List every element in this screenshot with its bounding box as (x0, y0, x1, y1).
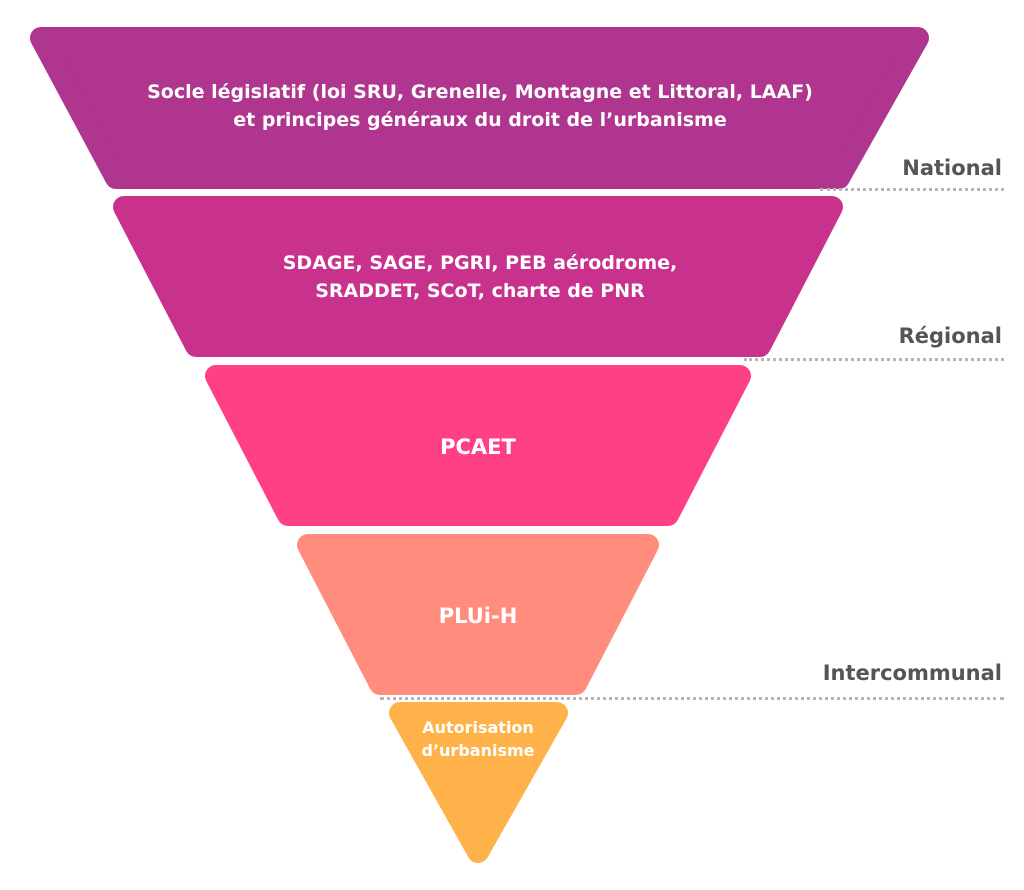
divider-regional (744, 358, 1004, 361)
tier-3-line-1: PCAET (440, 435, 516, 459)
tier-1-shape (30, 27, 929, 189)
divider-national (820, 188, 1004, 191)
tier-5-line-2: d’urbanisme (421, 741, 535, 761)
tier-5-label: Autorisation d’urbanisme (398, 716, 558, 762)
tier-1-line-2: et principes généraux du droit de l’urba… (233, 108, 727, 131)
divider-intercommunal (380, 697, 1004, 700)
tier-1-label: Socle législatif (loi SRU, Grenelle, Mon… (80, 79, 880, 134)
level-label-intercommunal: Intercommunal (822, 661, 1002, 685)
tier-5-line-1: Autorisation (422, 718, 534, 737)
tier-4-line-1: PLUi-H (438, 604, 518, 628)
tier-4-shape (297, 534, 659, 695)
tier-2-line-2: SRADDET, SCoT, charte de PNR (315, 279, 645, 302)
tier-3-label: PCAET (278, 432, 678, 462)
tier-2-shape (113, 196, 843, 357)
tier-4-label: PLUi-H (328, 601, 628, 631)
tier-1-line-1: Socle législatif (loi SRU, Grenelle, Mon… (147, 81, 813, 103)
tier-3-shape (205, 365, 751, 526)
tier-2-label: SDAGE, SAGE, PGRI, PEB aérodrome, SRADDE… (180, 250, 780, 305)
level-label-national: National (902, 156, 1002, 180)
tier-5-shape (389, 702, 568, 863)
level-label-regional: Régional (898, 324, 1002, 348)
tier-2-line-1: SDAGE, SAGE, PGRI, PEB aérodrome, (282, 252, 678, 274)
